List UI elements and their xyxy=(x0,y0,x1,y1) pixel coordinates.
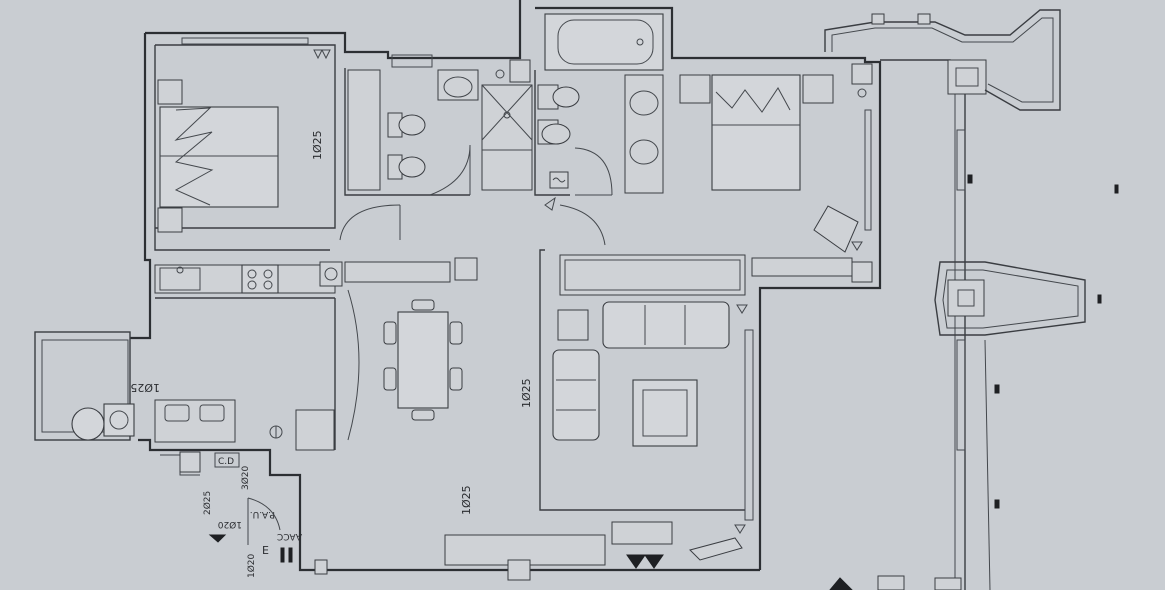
pipe-label-entry: 2Ø25 xyxy=(202,491,213,515)
entrance-panels: C.D 3Ø20 2Ø25 P.A.U. 1Ø20 AACC E 1Ø20 xyxy=(160,451,302,578)
pipe-label-kitchen: 1Ø25 xyxy=(130,381,160,394)
living-room: 1Ø25 xyxy=(520,249,873,521)
hallway-doors xyxy=(339,196,606,246)
panel-pau-label: P.A.U. xyxy=(250,509,275,519)
kitchen: 1Ø25 xyxy=(130,261,343,451)
panel-aacc-label: AACC xyxy=(277,531,302,541)
pipe-label-bottom: 1Ø20 xyxy=(246,553,257,578)
panel-pau-size-label: 1Ø20 xyxy=(217,519,242,530)
panel-cd-label: C.D xyxy=(218,457,234,467)
dining-area: 1Ø25 xyxy=(344,257,478,515)
panel-e-label: E xyxy=(262,544,269,557)
pipe-label-cd: 3Ø20 xyxy=(240,465,251,490)
bedroom-left: 1Ø25 xyxy=(157,37,331,233)
balcony-left xyxy=(34,331,135,441)
bathroom-two xyxy=(534,13,664,196)
exterior-walls xyxy=(130,0,882,572)
pipe-label-living: 1Ø25 xyxy=(520,378,533,408)
bottom-details xyxy=(314,521,746,581)
right-structures xyxy=(824,9,1119,590)
bathroom-one xyxy=(344,54,533,196)
bedroom-right xyxy=(679,63,873,253)
pipe-label-hall: 1Ø25 xyxy=(460,485,473,515)
pipe-label-bedroom-left: 1Ø25 xyxy=(311,130,324,160)
